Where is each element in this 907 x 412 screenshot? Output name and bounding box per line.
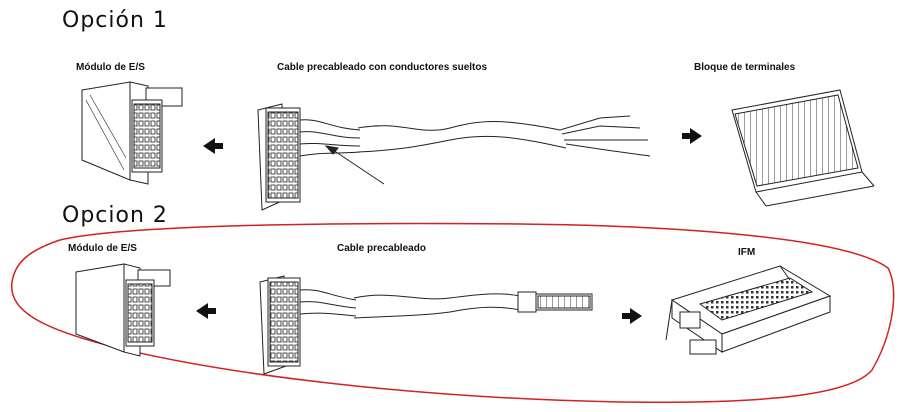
highlight-outline bbox=[11, 222, 895, 404]
connector-icon bbox=[257, 103, 301, 211]
option1-cable-label: Cable precableado con conductores suelto… bbox=[277, 62, 488, 73]
option2-heading: Opcion 2 bbox=[62, 203, 168, 228]
arrow-left-icon bbox=[196, 303, 216, 319]
option1-heading: Opción 1 bbox=[62, 8, 168, 33]
cable-precabled bbox=[299, 289, 593, 319]
cable-loose-wires bbox=[299, 115, 651, 157]
terminal-block-icon bbox=[731, 89, 875, 207]
option2-cable-label: Cable precableado bbox=[337, 243, 426, 254]
pointer-arrow bbox=[324, 145, 385, 185]
arrow-left-icon bbox=[203, 138, 223, 154]
option1-io-module-label: Módulo de E/S bbox=[76, 62, 145, 73]
io-module-icon bbox=[81, 81, 183, 185]
option2-io-module-label: Módulo de E/S bbox=[68, 243, 137, 254]
option2-ifm-label: IFM bbox=[738, 247, 756, 258]
io-module-icon bbox=[75, 263, 171, 357]
ifm-board-icon bbox=[665, 265, 832, 355]
option1-terminal-block-label: Bloque de terminales bbox=[694, 62, 796, 73]
arrow-right-icon bbox=[682, 128, 702, 144]
connector-icon bbox=[259, 275, 301, 375]
arrow-right-icon bbox=[622, 308, 642, 324]
